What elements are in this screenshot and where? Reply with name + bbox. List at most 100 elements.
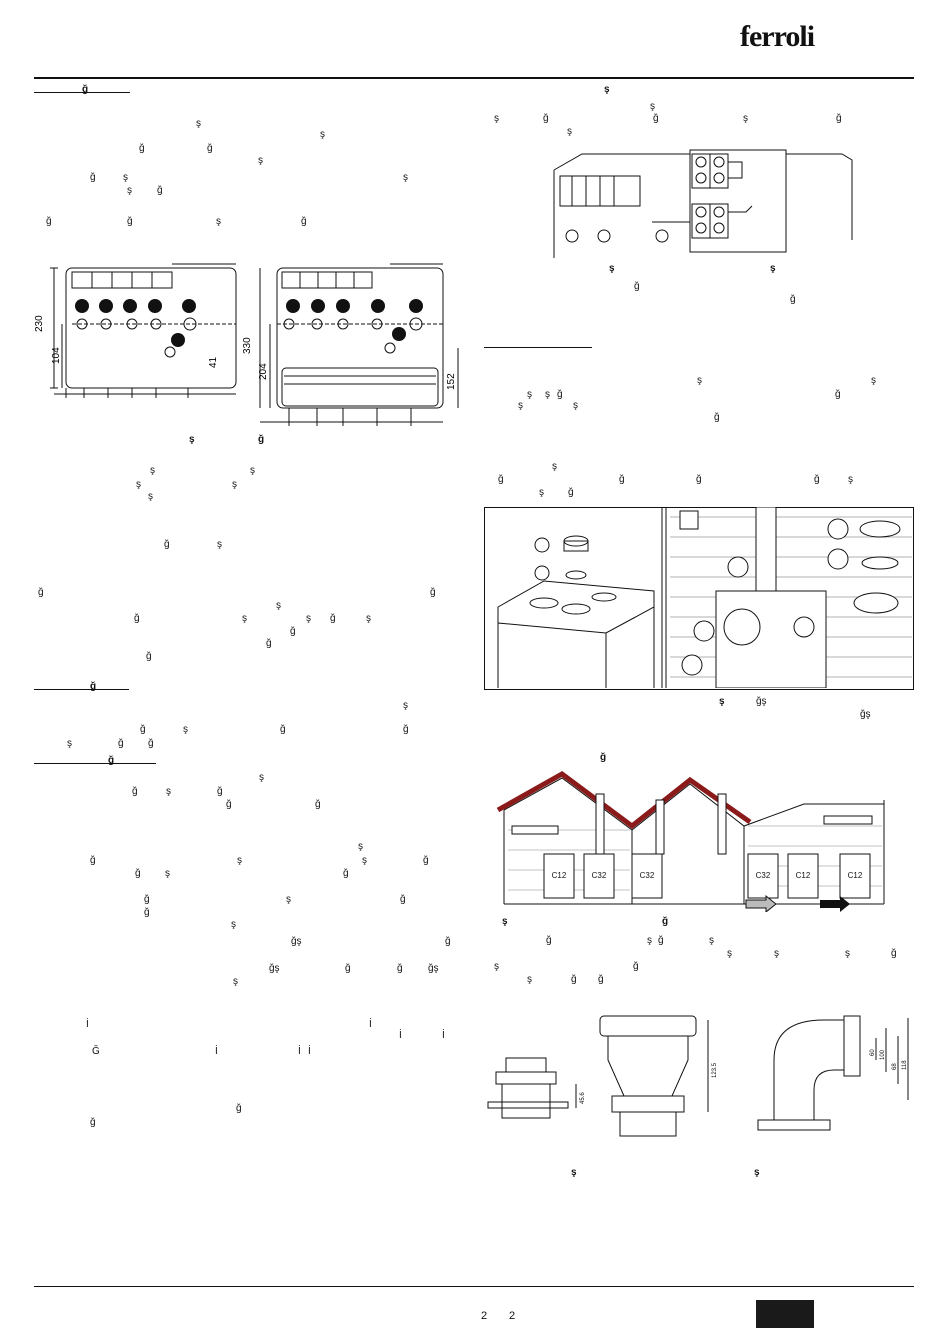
- text-fragment: ş: [276, 600, 281, 611]
- adapter-dim-1: 45.6: [580, 1092, 586, 1104]
- text-fragment: ğ: [82, 84, 89, 95]
- text-fragment: ğ: [290, 626, 296, 637]
- text-fragment: ş: [604, 84, 610, 95]
- text-fragment: ğ: [132, 786, 138, 797]
- text-fragment: ş: [258, 155, 263, 166]
- text-fragment: ş: [727, 948, 732, 959]
- text-fragment: ğş: [269, 963, 280, 974]
- adapter-dim-5: 68: [892, 1063, 898, 1070]
- text-fragment: ğ: [90, 172, 96, 183]
- text-fragment: ğ: [696, 474, 702, 485]
- flue-label-2: C32: [592, 871, 607, 880]
- text-fragment: ğ: [266, 638, 272, 649]
- section-underline-2: [34, 689, 129, 690]
- flue-label-1: C12: [552, 871, 567, 880]
- text-fragment: ş: [502, 916, 508, 927]
- text-fragment: ş: [571, 1167, 577, 1178]
- flue-label-6: C12: [848, 871, 863, 880]
- text-fragment: ş: [770, 263, 776, 274]
- text-fragment: ğ: [315, 799, 321, 810]
- text-fragment: ğ: [134, 613, 140, 624]
- text-fragment: ş: [259, 772, 264, 783]
- text-fragment: İ: [298, 1046, 301, 1057]
- text-fragment: ğ: [127, 216, 133, 227]
- text-fragment: ğ: [498, 474, 504, 485]
- text-fragment: ş: [183, 724, 188, 735]
- front-view-outline: [65, 267, 237, 389]
- text-fragment: ğ: [403, 724, 409, 735]
- text-fragment: ş: [527, 389, 532, 400]
- text-fragment: ş: [189, 434, 195, 445]
- text-fragment: ş: [539, 487, 544, 498]
- text-fragment: ğ: [543, 113, 549, 124]
- text-fragment: ğ: [430, 587, 436, 598]
- text-fragment: ş: [774, 948, 779, 959]
- text-fragment: ş: [403, 700, 408, 711]
- text-fragment: ğ: [546, 935, 552, 946]
- text-fragment: ğş: [291, 936, 302, 947]
- adapter-dim-4: 100: [880, 1049, 886, 1060]
- side-view-outline: [276, 267, 444, 409]
- text-fragment: ğ: [236, 1103, 242, 1114]
- text-fragment: ğ: [891, 948, 897, 959]
- text-fragment: ş: [217, 539, 222, 550]
- flue-label-3: C32: [640, 871, 655, 880]
- text-fragment: ğş: [756, 696, 767, 707]
- ferroli-logo: ferroli: [740, 20, 815, 53]
- boiler-dimension-drawing: 230 104 41 330 204 152: [34, 263, 459, 426]
- text-fragment: ş: [123, 172, 128, 183]
- text-fragment: ğ: [90, 681, 97, 692]
- text-fragment: ğ: [571, 974, 577, 985]
- dim-204: 204: [258, 363, 269, 380]
- text-fragment: ğ: [207, 143, 213, 154]
- text-fragment: ş: [150, 465, 155, 476]
- text-fragment: ş: [573, 400, 578, 411]
- text-fragment: ğ: [330, 613, 336, 624]
- text-fragment: ğ: [598, 974, 604, 985]
- text-fragment: ş: [231, 919, 236, 930]
- terminal-block-drawing: [553, 149, 853, 258]
- text-fragment: İ: [86, 1019, 89, 1030]
- text-fragment: ğ: [217, 786, 223, 797]
- text-fragment: ğ: [108, 755, 115, 766]
- flue-label-5: C12: [796, 871, 811, 880]
- text-fragment: ş: [366, 613, 371, 624]
- text-fragment: ğ: [118, 738, 124, 749]
- dim-41: 41: [208, 356, 219, 368]
- text-fragment: ğ: [835, 389, 841, 400]
- text-fragment: ğ: [164, 539, 170, 550]
- dim-152: 152: [446, 373, 457, 390]
- text-fragment: ğ: [46, 216, 52, 227]
- text-fragment: ş: [216, 216, 221, 227]
- text-fragment: ğ: [258, 434, 265, 445]
- adapter-dimension-drawing: 45.6 123.5 60 100 68 118: [487, 1015, 909, 1137]
- text-fragment: ğ: [557, 389, 563, 400]
- text-fragment: ğ: [568, 487, 574, 498]
- text-fragment: ş: [609, 263, 615, 274]
- text-fragment: ş: [871, 375, 876, 386]
- text-fragment: ş: [136, 479, 141, 490]
- section-underline-1: [34, 92, 130, 93]
- text-fragment: ğ: [144, 894, 150, 905]
- text-fragment: ş: [165, 868, 170, 879]
- text-fragment: ğ: [397, 963, 403, 974]
- text-fragment: ş: [647, 935, 652, 946]
- dim-230: 230: [34, 315, 45, 332]
- text-fragment: ş: [250, 465, 255, 476]
- text-fragment: ğ: [445, 936, 451, 947]
- text-fragment: ş: [697, 375, 702, 386]
- page-number-right: 2: [509, 1310, 516, 1322]
- flue-install-drawing: [497, 507, 912, 688]
- text-fragment: Ğ: [92, 1046, 100, 1057]
- text-fragment: ğ: [343, 868, 349, 879]
- text-fragment: ş: [306, 613, 311, 624]
- text-fragment: İ: [215, 1046, 218, 1057]
- text-fragment: ş: [848, 474, 853, 485]
- text-fragment: ş: [494, 113, 499, 124]
- text-fragment: ğ: [301, 216, 307, 227]
- text-fragment: ğ: [658, 935, 664, 946]
- page-number-left: 2: [481, 1310, 488, 1322]
- text-fragment: ş: [237, 855, 242, 866]
- text-fragment: İ: [308, 1046, 311, 1057]
- text-fragment: ğ: [400, 894, 406, 905]
